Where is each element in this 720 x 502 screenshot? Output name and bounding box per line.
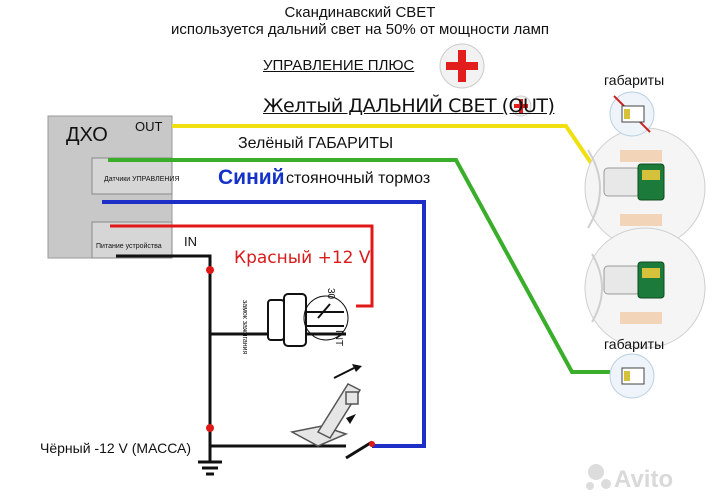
terminal-int-label: INT	[333, 330, 344, 347]
red-wire	[110, 224, 374, 308]
plus-icon-small	[510, 95, 532, 117]
black-wire	[116, 254, 212, 462]
headlight-icon	[584, 227, 706, 349]
junction-dot	[206, 424, 214, 432]
ignition-lock-icon	[267, 293, 349, 347]
green-wire	[108, 158, 610, 374]
headlight-icon	[584, 127, 706, 249]
module-out-label: OUT	[135, 119, 163, 134]
control-plus-label: УПРАВЛЕНИЕ ПЛЮС	[263, 57, 415, 74]
blue-wire-label: стояночный тормоз	[286, 170, 431, 187]
parking-lamp-bottom-label: габариты	[604, 336, 665, 352]
diagram-subtitle: используется дальний свет на 50% от мощн…	[170, 21, 550, 38]
yellow-wire-label: Желтый ДАЛЬНИЙ СВЕТ (OUT)	[263, 95, 555, 117]
ignition-lock-label: замок зажигания	[241, 300, 248, 355]
power-block-label: Питание устройства	[96, 243, 162, 250]
blue-wire	[102, 200, 426, 448]
black-wire-label: Чёрный -12 V (МАССА)	[40, 440, 192, 456]
junction-dot	[206, 266, 214, 274]
brake-switch-contact	[345, 440, 373, 460]
parking-brake-icon	[289, 364, 362, 447]
module-in-label: IN	[184, 234, 197, 249]
ground-icon	[198, 460, 222, 476]
power-block	[91, 221, 173, 259]
terminal-30-label: 30	[325, 288, 336, 300]
green-wire-label: Зелёный ГАБАРИТЫ	[238, 135, 394, 152]
sensor-block-label: Датчики УПРАВЛЕНИЯ	[104, 176, 180, 183]
blue-wire-color-label: Синий	[218, 166, 285, 189]
watermark: Avito	[614, 466, 674, 493]
plus-icon	[439, 43, 485, 89]
sensor-block	[91, 157, 173, 195]
parking-bulb-top-icon	[609, 91, 655, 137]
switch-dot	[369, 441, 375, 447]
parking-bulb-bottom-icon	[609, 353, 655, 399]
red-wire-label: Красный +12 V	[234, 248, 371, 268]
diagram-title: Скандинавский СВЕТ	[284, 4, 436, 21]
module-title: ДХО	[66, 124, 108, 146]
parking-lamp-top-label: габариты	[604, 72, 665, 88]
avito-logo	[586, 464, 611, 490]
